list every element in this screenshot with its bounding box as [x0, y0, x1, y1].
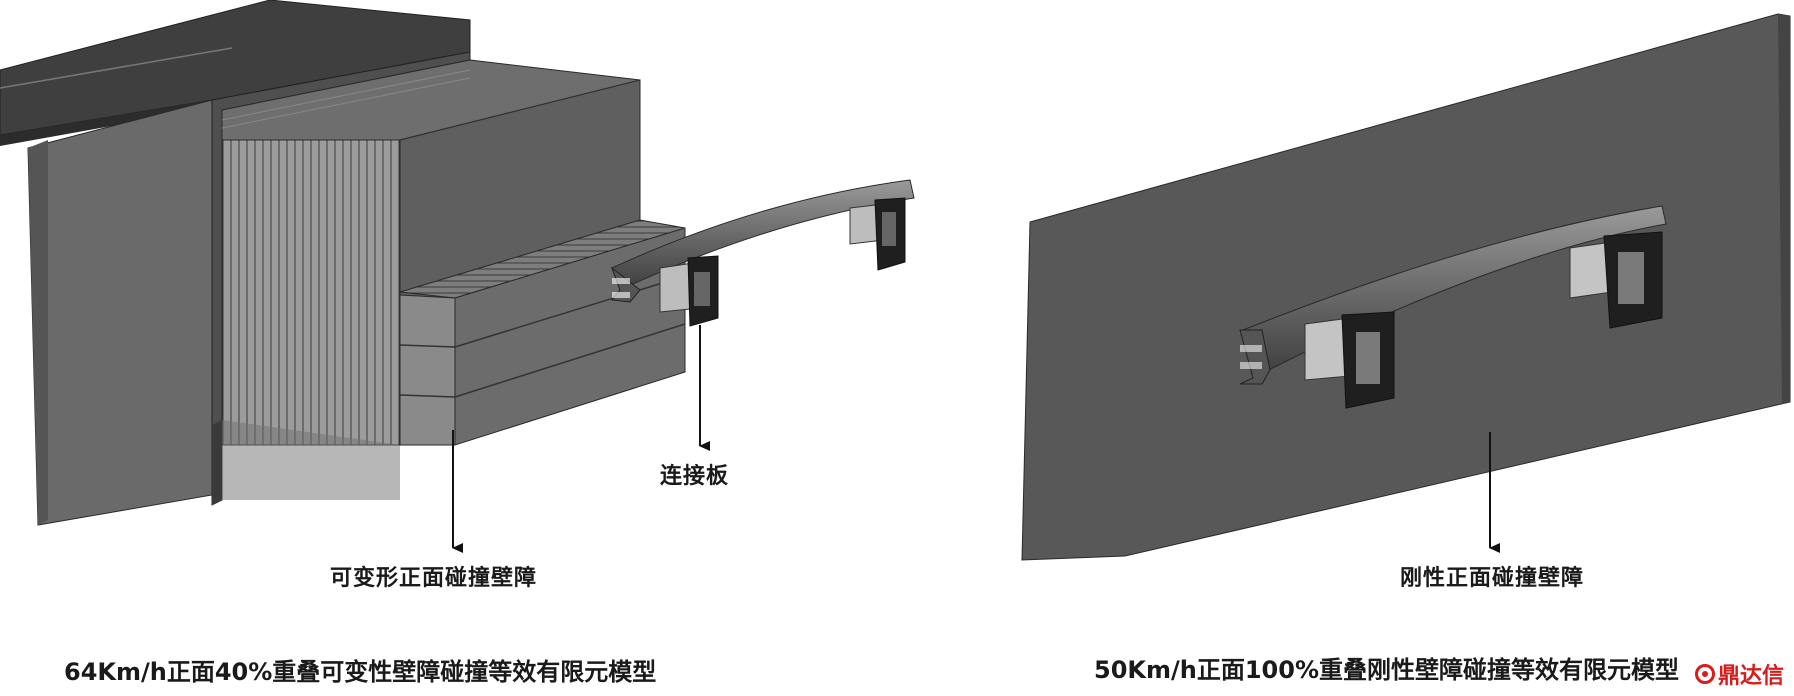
- deformable-barrier-label: 可变形正面碰撞壁障: [330, 566, 538, 591]
- left-crash-box-near: [659, 255, 719, 327]
- honeycomb-front: [221, 139, 401, 446]
- connector-plate-label: 连接板: [660, 464, 730, 489]
- watermark-text: 鼎达信: [1717, 664, 1784, 689]
- left-model-caption: 64Km/h正面40%重叠可变性壁障碰撞等效有限元模型: [64, 658, 657, 686]
- watermark: 鼎达信: [1694, 658, 1784, 690]
- right-crash-box-near: [1304, 311, 1395, 409]
- deformable-barrier-model: [0, 0, 915, 526]
- rigid-barrier-model: [1021, 13, 1791, 561]
- left-crash-beam: [611, 179, 915, 291]
- rigid-barrier-label: 刚性正面碰撞壁障: [1400, 566, 1585, 591]
- right-crash-box-far: [1569, 231, 1663, 329]
- watermark-logo-icon: [1694, 664, 1715, 684]
- barrier-back-block: [27, 99, 213, 526]
- right-model-caption: 50Km/h正面100%重叠刚性壁障碰撞等效有限元模型: [1094, 656, 1679, 684]
- left-crash-box-far: [849, 197, 906, 271]
- bumper-element-front: [399, 294, 456, 446]
